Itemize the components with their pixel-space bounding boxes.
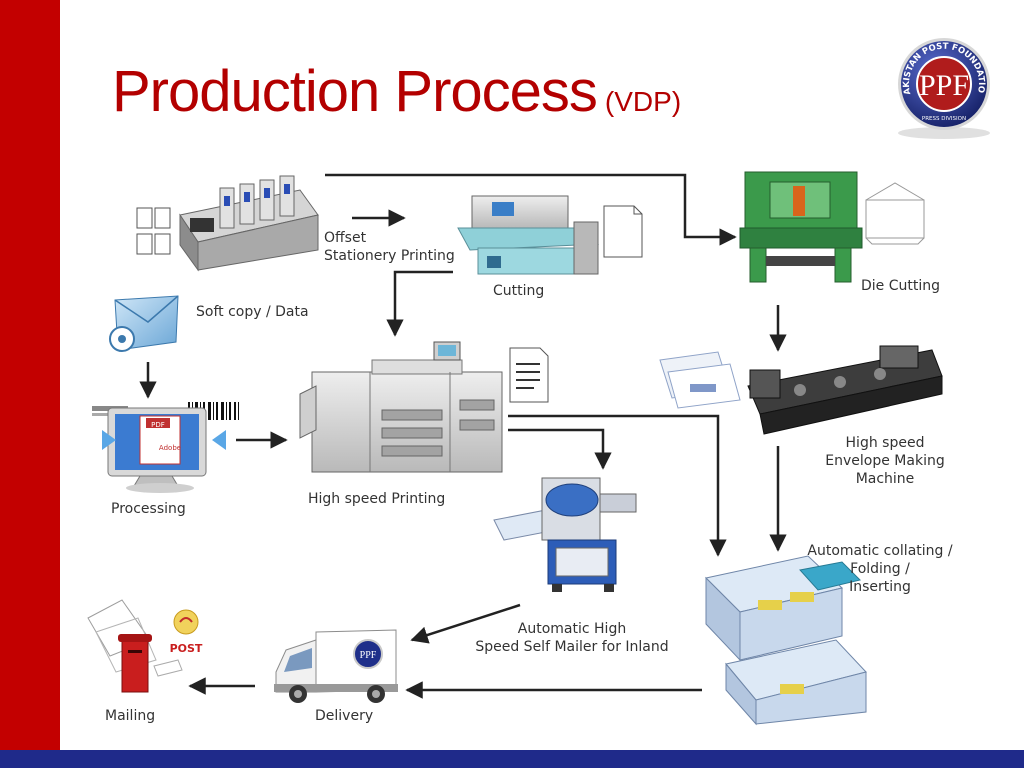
- svg-text:PAKISTAN POST FOUNDATION: PAKISTAN POST FOUNDATION: [0, 0, 986, 96]
- processing-monitor-icon: PDF Adobe: [92, 402, 239, 493]
- collating-inserting-machine-icon: [704, 555, 867, 726]
- label-die-cutting: Die Cutting: [861, 278, 941, 294]
- offset-press-icon: [179, 175, 319, 272]
- post-tag: POST: [170, 642, 203, 655]
- slide-title: Production Process(VDP): [112, 58, 681, 125]
- truck-logo: PPF: [360, 650, 377, 661]
- logo-monogram: PPF: [919, 69, 969, 102]
- label-collating-line3: Inserting: [849, 579, 911, 595]
- label-high-speed-printing: High speed Printing: [308, 491, 446, 507]
- label-self-mailer: Automatic High Speed Self Mailer for Inl…: [462, 620, 682, 656]
- left-accent-bar: [0, 0, 60, 768]
- envelope-template-icon: [865, 182, 925, 245]
- arrow-cutting-to-printing: [386, 270, 453, 337]
- label-soft-copy: Soft copy / Data: [196, 304, 309, 320]
- label-offset-printing: Offset Stationery Printing: [324, 229, 455, 265]
- label-mailer-line1: Automatic High: [517, 621, 627, 637]
- self-mailer-machine-icon: [493, 477, 637, 592]
- label-envelope-machine: High speed Envelope Making Machine: [815, 434, 955, 488]
- high-speed-printer-icon: [299, 341, 503, 473]
- label-collating-line2: Folding /: [850, 561, 910, 577]
- arrow-mailer-to-delivery: [410, 603, 521, 644]
- cut-sheet-icon: [603, 205, 643, 258]
- label-collating: Automatic collating / Folding / Insertin…: [800, 542, 960, 596]
- logo-text: PAKISTAN POST FOUNDATION: [0, 0, 986, 96]
- label-envelope-line2: Envelope Making: [825, 453, 945, 469]
- post-box-icon: POST: [87, 599, 203, 693]
- envelopes-icon: [659, 351, 741, 409]
- label-offset-line2: Stationery Printing: [324, 248, 455, 264]
- arrow-printing-to-collating: [508, 414, 727, 557]
- title-main: Production Process: [112, 59, 598, 124]
- label-delivery: Delivery: [315, 708, 374, 724]
- flow-arrows: [139, 173, 787, 699]
- label-collating-line1: Automatic collating /: [807, 543, 953, 559]
- label-mailing: Mailing: [105, 708, 156, 724]
- delivery-truck-icon: PPF: [274, 629, 398, 703]
- arrow-printing-to-mailer: [508, 428, 612, 470]
- pdf-tag: PDF: [151, 421, 165, 429]
- die-cutting-machine-icon: [739, 171, 863, 283]
- label-offset-line1: Offset: [324, 230, 367, 246]
- cutting-machine-icon: [457, 195, 599, 275]
- stationery-sheets-icon: [136, 207, 171, 255]
- arrow-offset-to-diecut: [325, 173, 737, 246]
- adobe-tag: Adobe: [159, 444, 181, 452]
- label-processing: Processing: [111, 501, 186, 517]
- ppf-logo: PPF PAKISTAN POST FOUNDATION PRESS DIVIS…: [0, 0, 990, 139]
- label-mailer-line2: Speed Self Mailer for Inland: [475, 639, 669, 655]
- title-sub: (VDP): [604, 86, 682, 117]
- footer-bar: [0, 750, 1024, 768]
- printed-document-icon: [509, 347, 549, 403]
- envelope-machine-icon: [747, 345, 943, 435]
- label-cutting: Cutting: [493, 283, 545, 299]
- logo-sub: PRESS DIVISION: [922, 116, 966, 122]
- label-envelope-line1: High speed: [845, 435, 925, 451]
- label-envelope-line3: Machine: [855, 471, 915, 487]
- email-envelope-icon: [109, 295, 179, 352]
